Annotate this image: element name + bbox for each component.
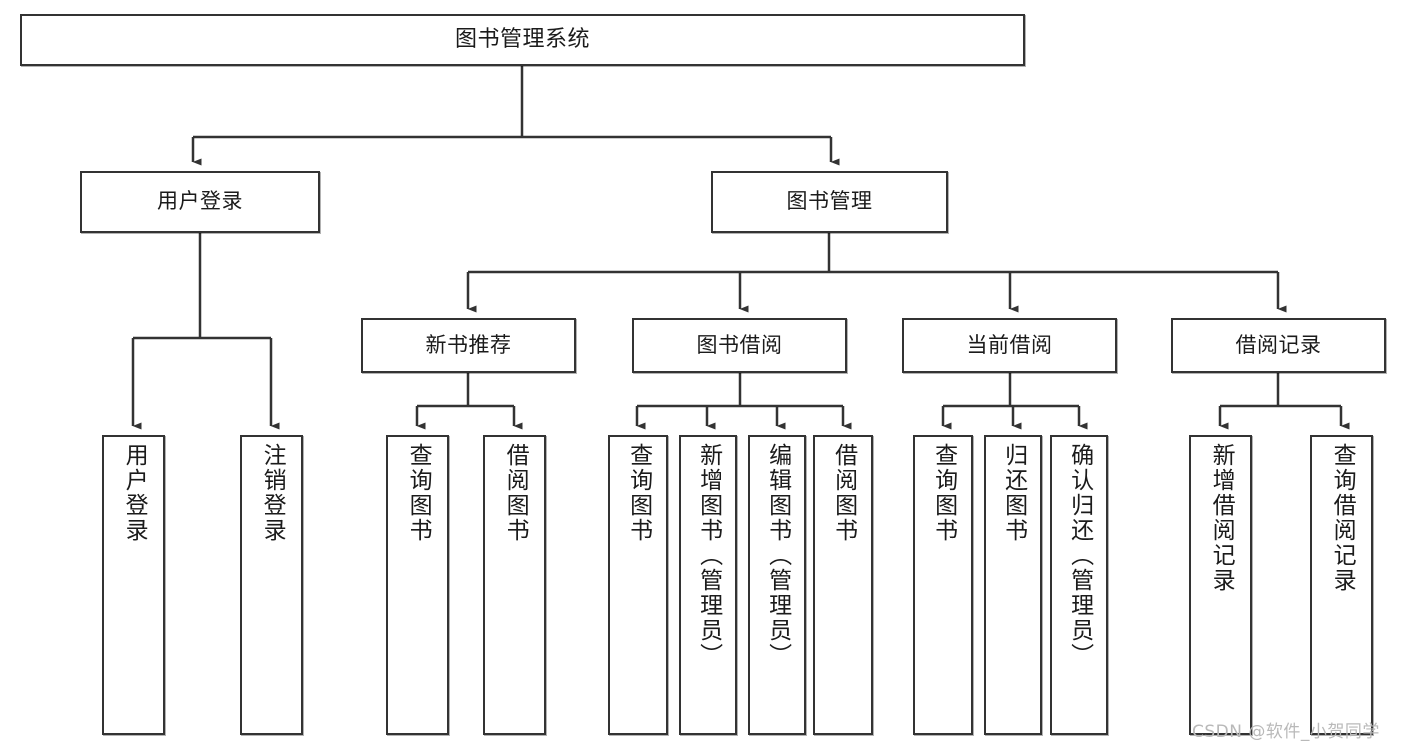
node-label: 新增借阅记录 [1208, 443, 1235, 593]
node-label: 用户登录 [121, 443, 148, 543]
node-label: 图书借阅 [696, 332, 783, 357]
node-leaf-add-borrow-record[interactable]: 新增借阅记录 [1189, 435, 1252, 735]
node-label: 注销登录 [259, 443, 286, 543]
node-leaf-query-borrow-record[interactable]: 查询借阅记录 [1310, 435, 1373, 735]
node-new-book-rec[interactable]: 新书推荐 [361, 318, 576, 373]
node-label: 查询借阅记录 [1329, 443, 1356, 593]
node-leaf-rec-query-book[interactable]: 查询图书 [386, 435, 449, 735]
node-leaf-add-book-admin[interactable]: 新增图书（管理员） [679, 435, 737, 735]
node-label: 当前借阅 [966, 332, 1053, 357]
node-leaf-borrow-query-book[interactable]: 查询图书 [608, 435, 668, 735]
node-leaf-borrow-book[interactable]: 借阅图书 [813, 435, 873, 735]
node-leaf-return-book[interactable]: 归还图书 [984, 435, 1042, 735]
node-label: 确认归还（管理员） [1066, 443, 1093, 668]
node-label: 借阅记录 [1235, 332, 1322, 357]
node-leaf-edit-book-admin[interactable]: 编辑图书（管理员） [748, 435, 806, 735]
node-label: 查询图书 [930, 443, 957, 543]
node-label: 编辑图书（管理员） [764, 443, 791, 668]
node-borrow-record[interactable]: 借阅记录 [1171, 318, 1386, 373]
node-current-borrow[interactable]: 当前借阅 [902, 318, 1117, 373]
node-leaf-cur-query-book[interactable]: 查询图书 [913, 435, 973, 735]
node-label: 用户登录 [157, 189, 243, 214]
node-user-login[interactable]: 用户登录 [80, 171, 320, 233]
node-label: 图书管理 [786, 189, 873, 214]
node-book-manage[interactable]: 图书管理 [711, 171, 948, 233]
node-label: 图书管理系统 [454, 26, 590, 52]
node-leaf-rec-borrow-book[interactable]: 借阅图书 [483, 435, 546, 735]
node-leaf-user-logout[interactable]: 注销登录 [240, 435, 303, 735]
node-book-borrow[interactable]: 图书借阅 [632, 318, 847, 373]
node-root[interactable]: 图书管理系统 [20, 14, 1025, 66]
node-label: 新书推荐 [425, 332, 512, 357]
node-leaf-confirm-return-admin[interactable]: 确认归还（管理员） [1050, 435, 1108, 735]
node-label: 新增图书（管理员） [695, 443, 722, 668]
csdn-watermark: CSDN @软件_小贺同学 [1192, 722, 1380, 742]
node-leaf-user-login[interactable]: 用户登录 [102, 435, 165, 735]
node-label: 归还图书 [1000, 443, 1027, 543]
node-label: 查询图书 [625, 443, 652, 543]
node-label: 查询图书 [405, 443, 432, 543]
node-label: 借阅图书 [502, 443, 529, 543]
node-label: 借阅图书 [830, 443, 857, 543]
